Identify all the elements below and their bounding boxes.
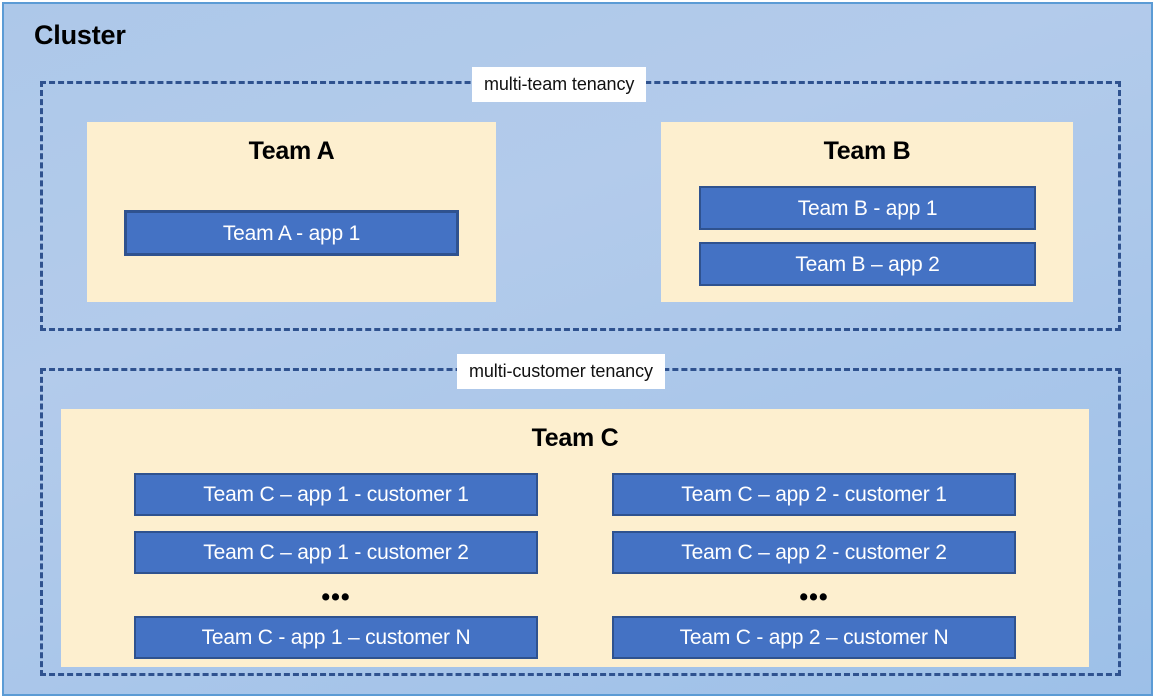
team-a-title: Team A <box>248 137 335 165</box>
team-b-card: Team B Team B - app 1 Team B – app 2 <box>661 122 1073 302</box>
team-c-title: Team C <box>531 424 619 452</box>
app-chip-team-c-app-1-customer-2[interactable]: Team C – app 1 - customer 2 <box>134 531 538 574</box>
multi-team-tenancy-label: multi-team tenancy <box>472 67 647 103</box>
team-c-card: Team C Team C – app 1 - customer 1 Team … <box>61 409 1089 667</box>
app-chip-team-b-app-1[interactable]: Team B - app 1 <box>699 186 1036 230</box>
app-chip-team-c-app-2-customer-1[interactable]: Team C – app 2 - customer 1 <box>612 473 1016 516</box>
team-b-title: Team B <box>823 137 911 165</box>
ellipsis-team-c-app-1: ••• <box>321 583 351 611</box>
app-chip-team-b-app-2[interactable]: Team B – app 2 <box>699 242 1036 286</box>
app-chip-team-c-app-1-customer-1[interactable]: Team C – app 1 - customer 1 <box>134 473 538 516</box>
app-chip-team-c-app-2-customer-n[interactable]: Team C - app 2 – customer N <box>612 616 1016 659</box>
cluster-title: Cluster <box>34 20 126 50</box>
team-a-card: Team A Team A - app 1 <box>87 122 496 302</box>
app-chip-team-c-app-1-customer-n[interactable]: Team C - app 1 – customer N <box>134 616 538 659</box>
ellipsis-team-c-app-2: ••• <box>799 583 829 611</box>
app-chip-team-c-app-2-customer-2[interactable]: Team C – app 2 - customer 2 <box>612 531 1016 574</box>
multi-customer-tenancy-label: multi-customer tenancy <box>457 354 665 390</box>
app-chip-team-a-app-1[interactable]: Team A - app 1 <box>124 210 459 256</box>
